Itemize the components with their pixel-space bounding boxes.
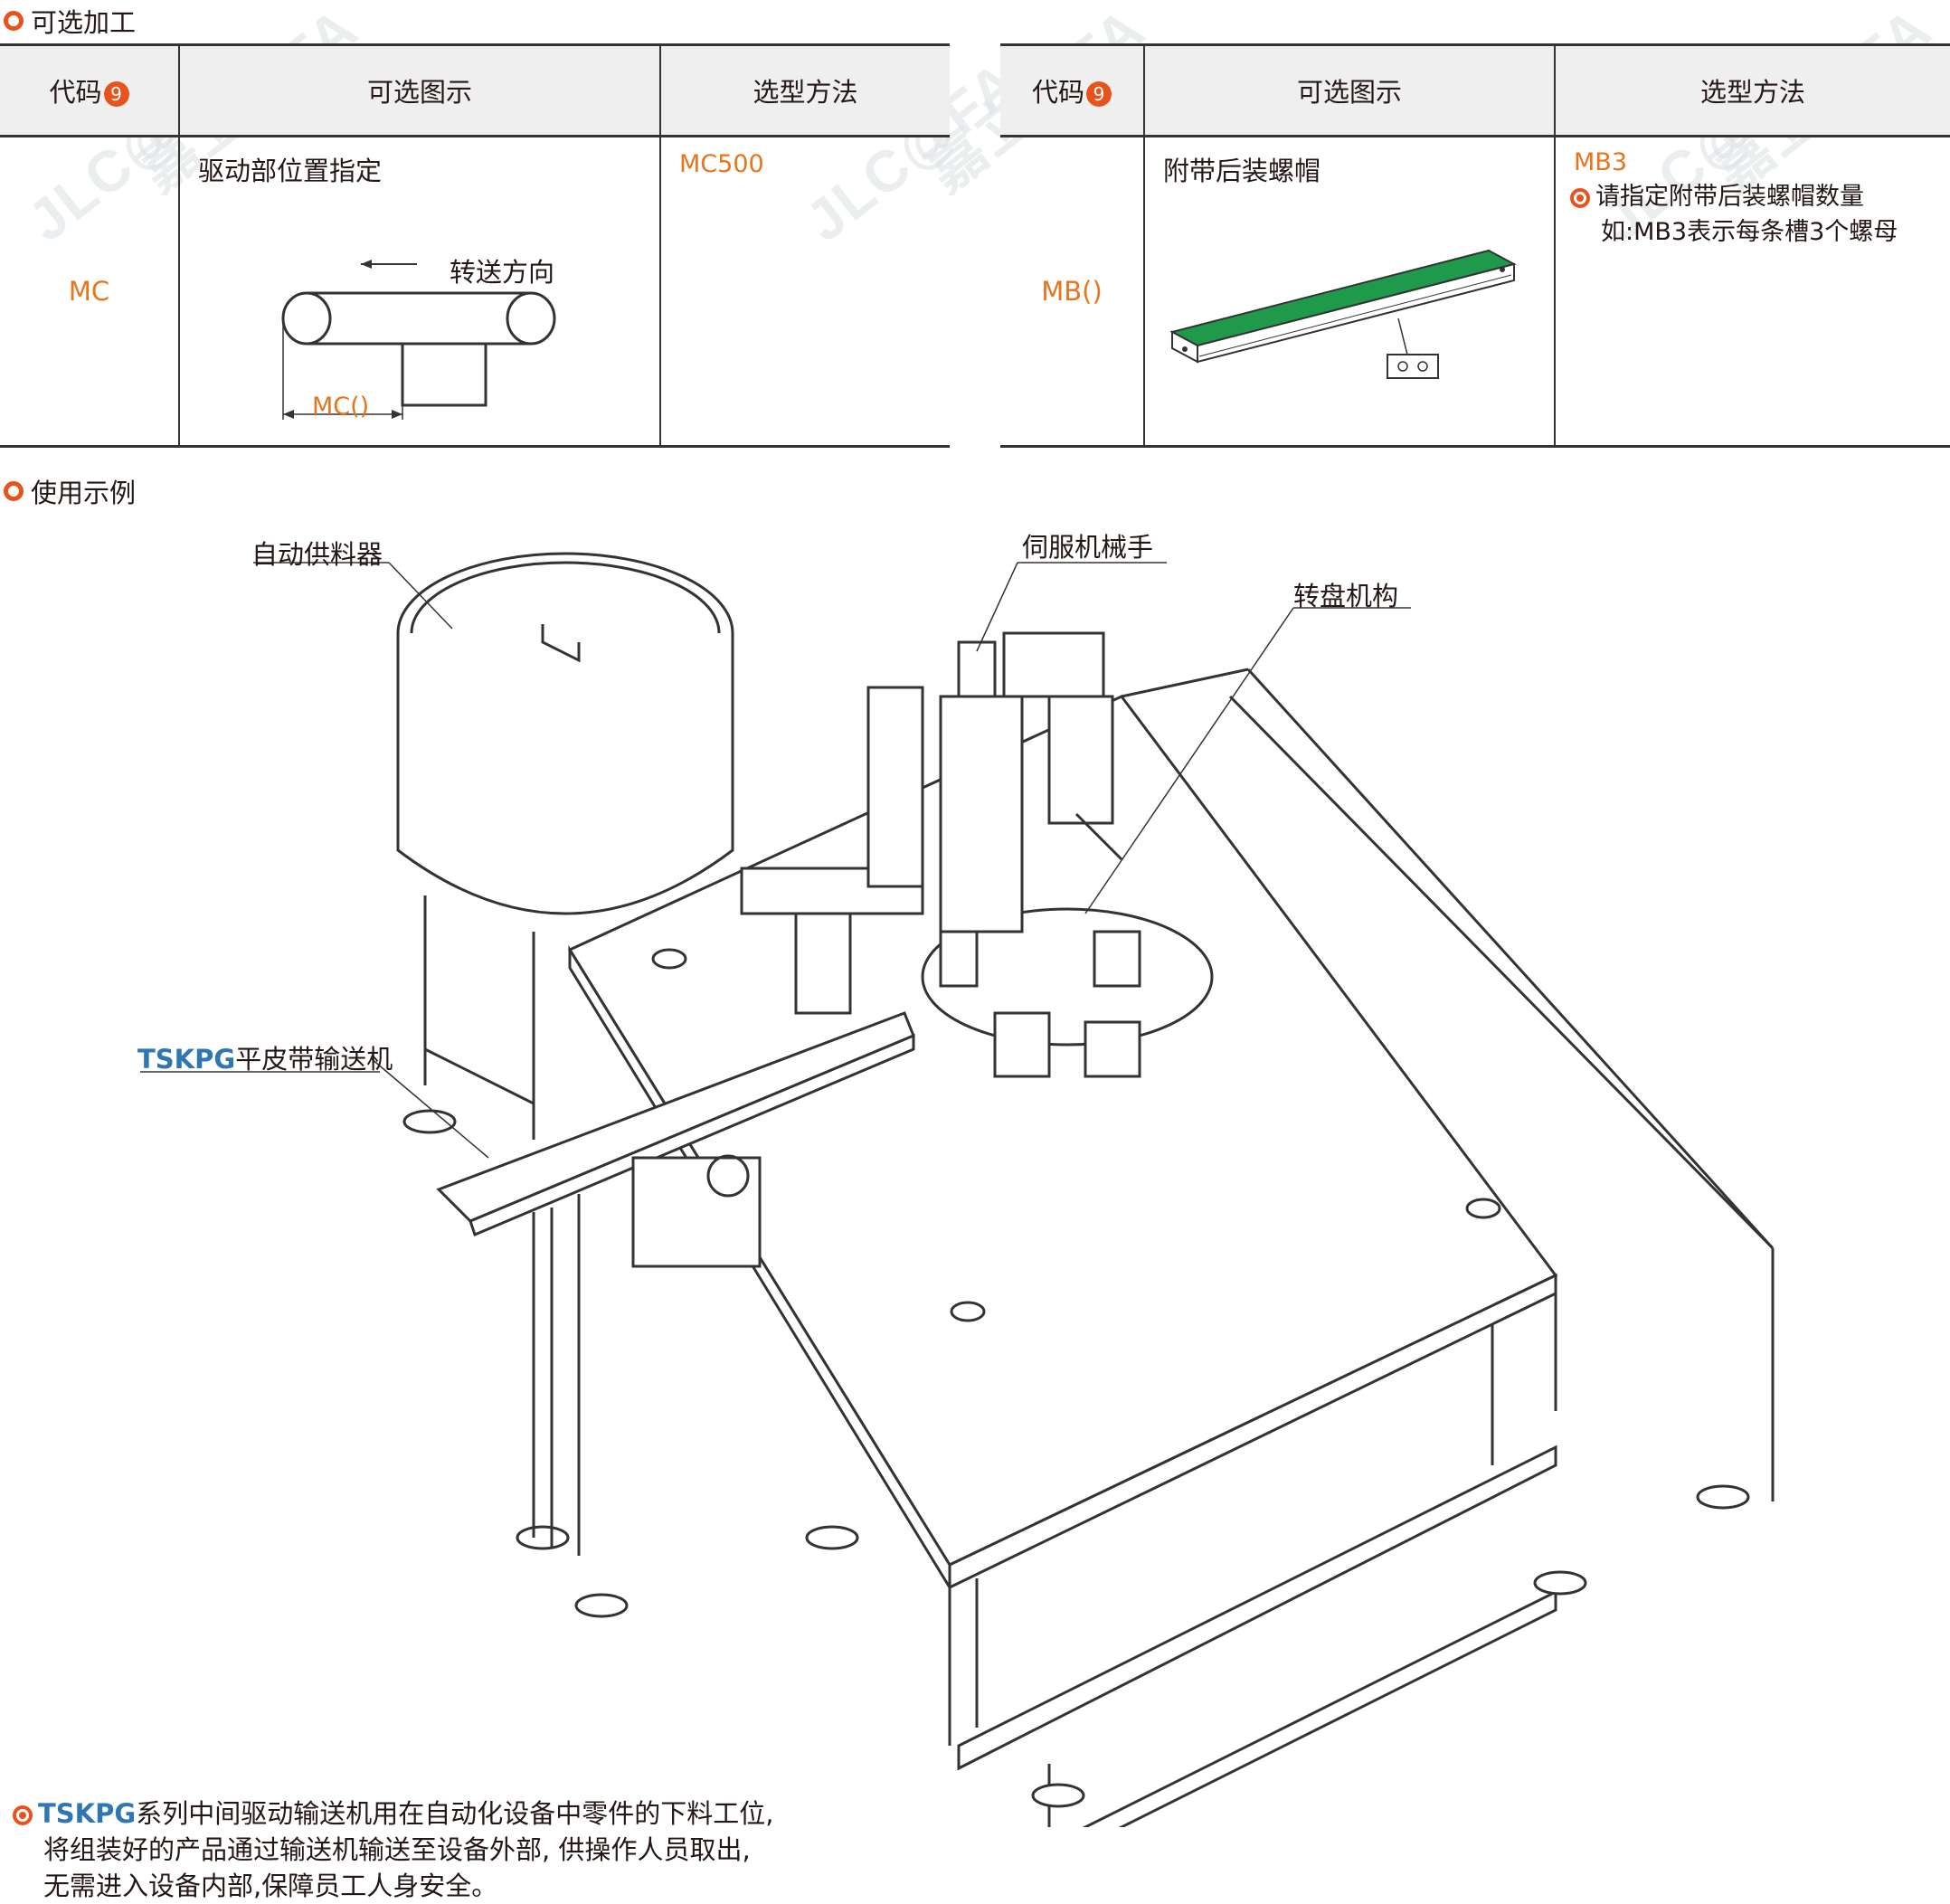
- drive-position-diagram: [281, 260, 556, 420]
- method-value: MC500: [679, 150, 764, 178]
- callout-servo-manipulator: 伺服机械手: [1022, 532, 1154, 563]
- method-note: 请指定附带后装螺帽数量: [1570, 176, 1932, 212]
- belt-nut-diagram: [1169, 249, 1517, 379]
- header-method: 选型方法: [659, 43, 950, 137]
- code-value: MB(): [1041, 276, 1103, 307]
- code-value: MC: [68, 276, 110, 307]
- machine-illustration: [140, 552, 1775, 1827]
- ring-bullet-icon: [4, 11, 24, 31]
- section-usage-example: 使用示例: [4, 472, 136, 510]
- code-cell: MB(): [1000, 136, 1144, 448]
- footer-note: TSKPG系列中间驱动输送机用在自动化设备中零件的下料工位, 将组装好的产品通过…: [13, 1795, 773, 1904]
- header-method: 选型方法: [1554, 43, 1950, 137]
- method-note-example: 如:MB3表示每条槽3个螺母: [1601, 218, 1898, 246]
- section-optional-processing: 可选加工: [4, 2, 136, 40]
- auto-feeder-drawing: [396, 552, 734, 1140]
- footer-line-3: 无需进入设备内部,保障员工人身安全。: [43, 1871, 498, 1901]
- direction-label: 转送方向: [450, 257, 555, 288]
- code-cell: MC: [0, 136, 179, 448]
- ring-bullet-icon: [4, 481, 24, 501]
- target-bullet-icon: [1570, 187, 1590, 208]
- target-bullet-icon: [13, 1805, 33, 1825]
- dimension-label: MC(): [312, 393, 370, 421]
- method-value: MB3: [1574, 148, 1627, 176]
- footer-line-2: 将组装好的产品通过输送机输送至设备外部, 供操作人员取出,: [43, 1834, 751, 1865]
- section-title: 可选加工: [31, 7, 137, 38]
- callout-conveyor: TSKPG平皮带输送机: [137, 1044, 393, 1075]
- diagram-cell: 驱动部位置指定 转送方向 MC(): [178, 136, 660, 448]
- callout-auto-feeder: 自动供料器: [251, 539, 383, 570]
- header-diagram: 可选图示: [178, 43, 660, 137]
- callout-turntable: 转盘机构: [1293, 581, 1399, 611]
- diagram-title: 驱动部位置指定: [198, 156, 383, 186]
- section-title: 使用示例: [31, 478, 137, 508]
- method-cell: MC500: [659, 136, 950, 448]
- method-cell: MB3 请指定附带后装螺帽数量 如:MB3表示每条槽3个螺母: [1554, 136, 1950, 448]
- conveyor-drawing: [436, 1011, 915, 1556]
- diagram-cell: 附带后装螺帽: [1143, 136, 1555, 448]
- diagram-title: 附带后装螺帽: [1163, 156, 1321, 186]
- footer-line-1: TSKPG系列中间驱动输送机用在自动化设备中零件的下料工位,: [13, 1795, 773, 1832]
- header-diagram: 可选图示: [1143, 43, 1555, 137]
- turntable-drawing: [921, 907, 1214, 1078]
